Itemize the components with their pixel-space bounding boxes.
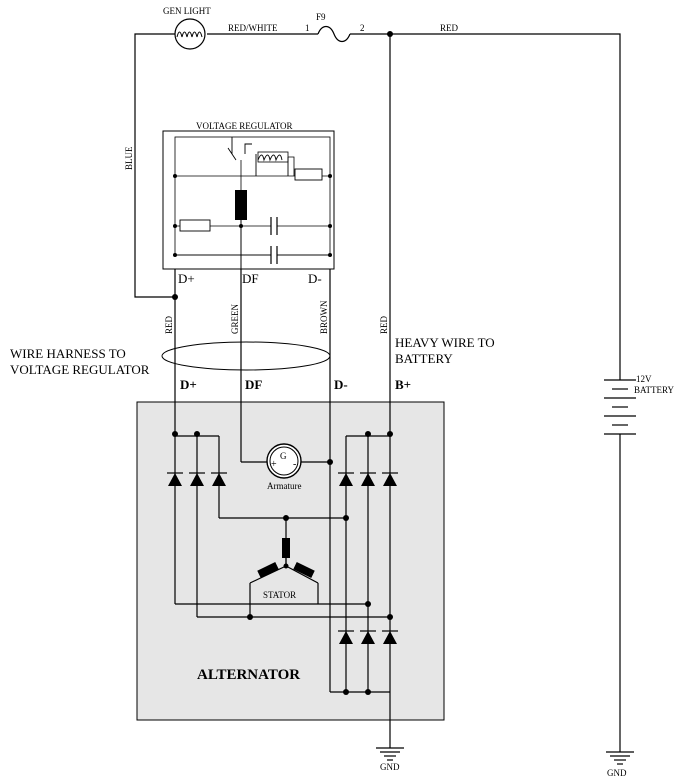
positive-diode-1 bbox=[338, 472, 354, 486]
green-wire-label: GREEN bbox=[230, 304, 240, 334]
exciter-diode-3 bbox=[211, 472, 227, 486]
armature-minus-label: - bbox=[293, 459, 296, 470]
stator-icon bbox=[249, 538, 319, 584]
regulator-transistor-icon bbox=[235, 190, 247, 220]
red-top-label: RED bbox=[440, 23, 459, 33]
armature-g-label: G bbox=[280, 451, 287, 461]
negative-diode-1 bbox=[338, 630, 354, 644]
relay-contact-icon bbox=[227, 137, 252, 161]
alternator-df-label: DF bbox=[245, 377, 262, 392]
armature-label: Armature bbox=[267, 481, 301, 491]
gen-light-label: GEN LIGHT bbox=[163, 6, 211, 16]
alternator-dplus-label: D+ bbox=[180, 377, 197, 392]
fuse-pin1-label: 1 bbox=[305, 23, 310, 33]
fuse-icon bbox=[317, 25, 351, 43]
regulator-resistor-1 bbox=[294, 168, 323, 181]
alternator-bplus-label: B+ bbox=[395, 377, 411, 392]
red-battery-wire bbox=[390, 33, 621, 372]
positive-diode-2 bbox=[360, 472, 376, 486]
armature-icon bbox=[266, 443, 302, 479]
regulator-capacitor-2 bbox=[270, 246, 278, 264]
red-white-label: RED/WHITE bbox=[228, 23, 278, 33]
regulator-dplus-label: D+ bbox=[178, 271, 195, 286]
brown-wire-label: BROWN bbox=[319, 300, 329, 334]
alternator-dminus-label: D- bbox=[334, 377, 348, 392]
positive-diode-3 bbox=[382, 472, 398, 486]
harness-label-line1: WIRE HARNESS TO bbox=[10, 346, 126, 361]
ground-left-label: GND bbox=[380, 762, 400, 772]
battery-label: BATTERY bbox=[634, 385, 675, 395]
blue-wire bbox=[134, 33, 175, 298]
fuse-pin2-label: 2 bbox=[360, 23, 365, 33]
regulator-title: VOLTAGE REGULATOR bbox=[196, 121, 293, 131]
regulator-df-label: DF bbox=[242, 271, 259, 286]
ground-icon-right bbox=[606, 751, 634, 765]
wire-harness-ellipse bbox=[161, 341, 331, 371]
gen-light-bulb-icon bbox=[174, 18, 206, 50]
red-battery-wire-label: RED bbox=[379, 315, 389, 334]
negative-diode-3 bbox=[382, 630, 398, 644]
regulator-dminus-label: D- bbox=[308, 271, 322, 286]
red-wire-label: RED bbox=[164, 315, 174, 334]
harness-label-line2: VOLTAGE REGULATOR bbox=[10, 362, 150, 377]
armature-plus-label: + bbox=[271, 459, 277, 470]
fuse-label: F9 bbox=[316, 12, 326, 22]
exciter-diode-2 bbox=[189, 472, 205, 486]
ground-icon-left bbox=[376, 747, 404, 761]
regulator-capacitor-1 bbox=[270, 217, 278, 235]
heavy-wire-label-line1: HEAVY WIRE TO bbox=[395, 335, 495, 350]
battery-icon bbox=[604, 372, 636, 752]
heavy-wire-label-line2: BATTERY bbox=[395, 351, 453, 366]
regulator-resistor-2 bbox=[179, 219, 211, 232]
ground-right-label: GND bbox=[607, 768, 627, 778]
alternator-label: ALTERNATOR bbox=[197, 667, 300, 683]
blue-label: BLUE bbox=[124, 146, 134, 170]
voltage-regulator-box bbox=[162, 130, 335, 270]
exciter-diode-1 bbox=[167, 472, 183, 486]
battery-voltage-label: 12V bbox=[636, 374, 652, 384]
stator-label: STATOR bbox=[263, 590, 296, 600]
negative-diode-2 bbox=[360, 630, 376, 644]
